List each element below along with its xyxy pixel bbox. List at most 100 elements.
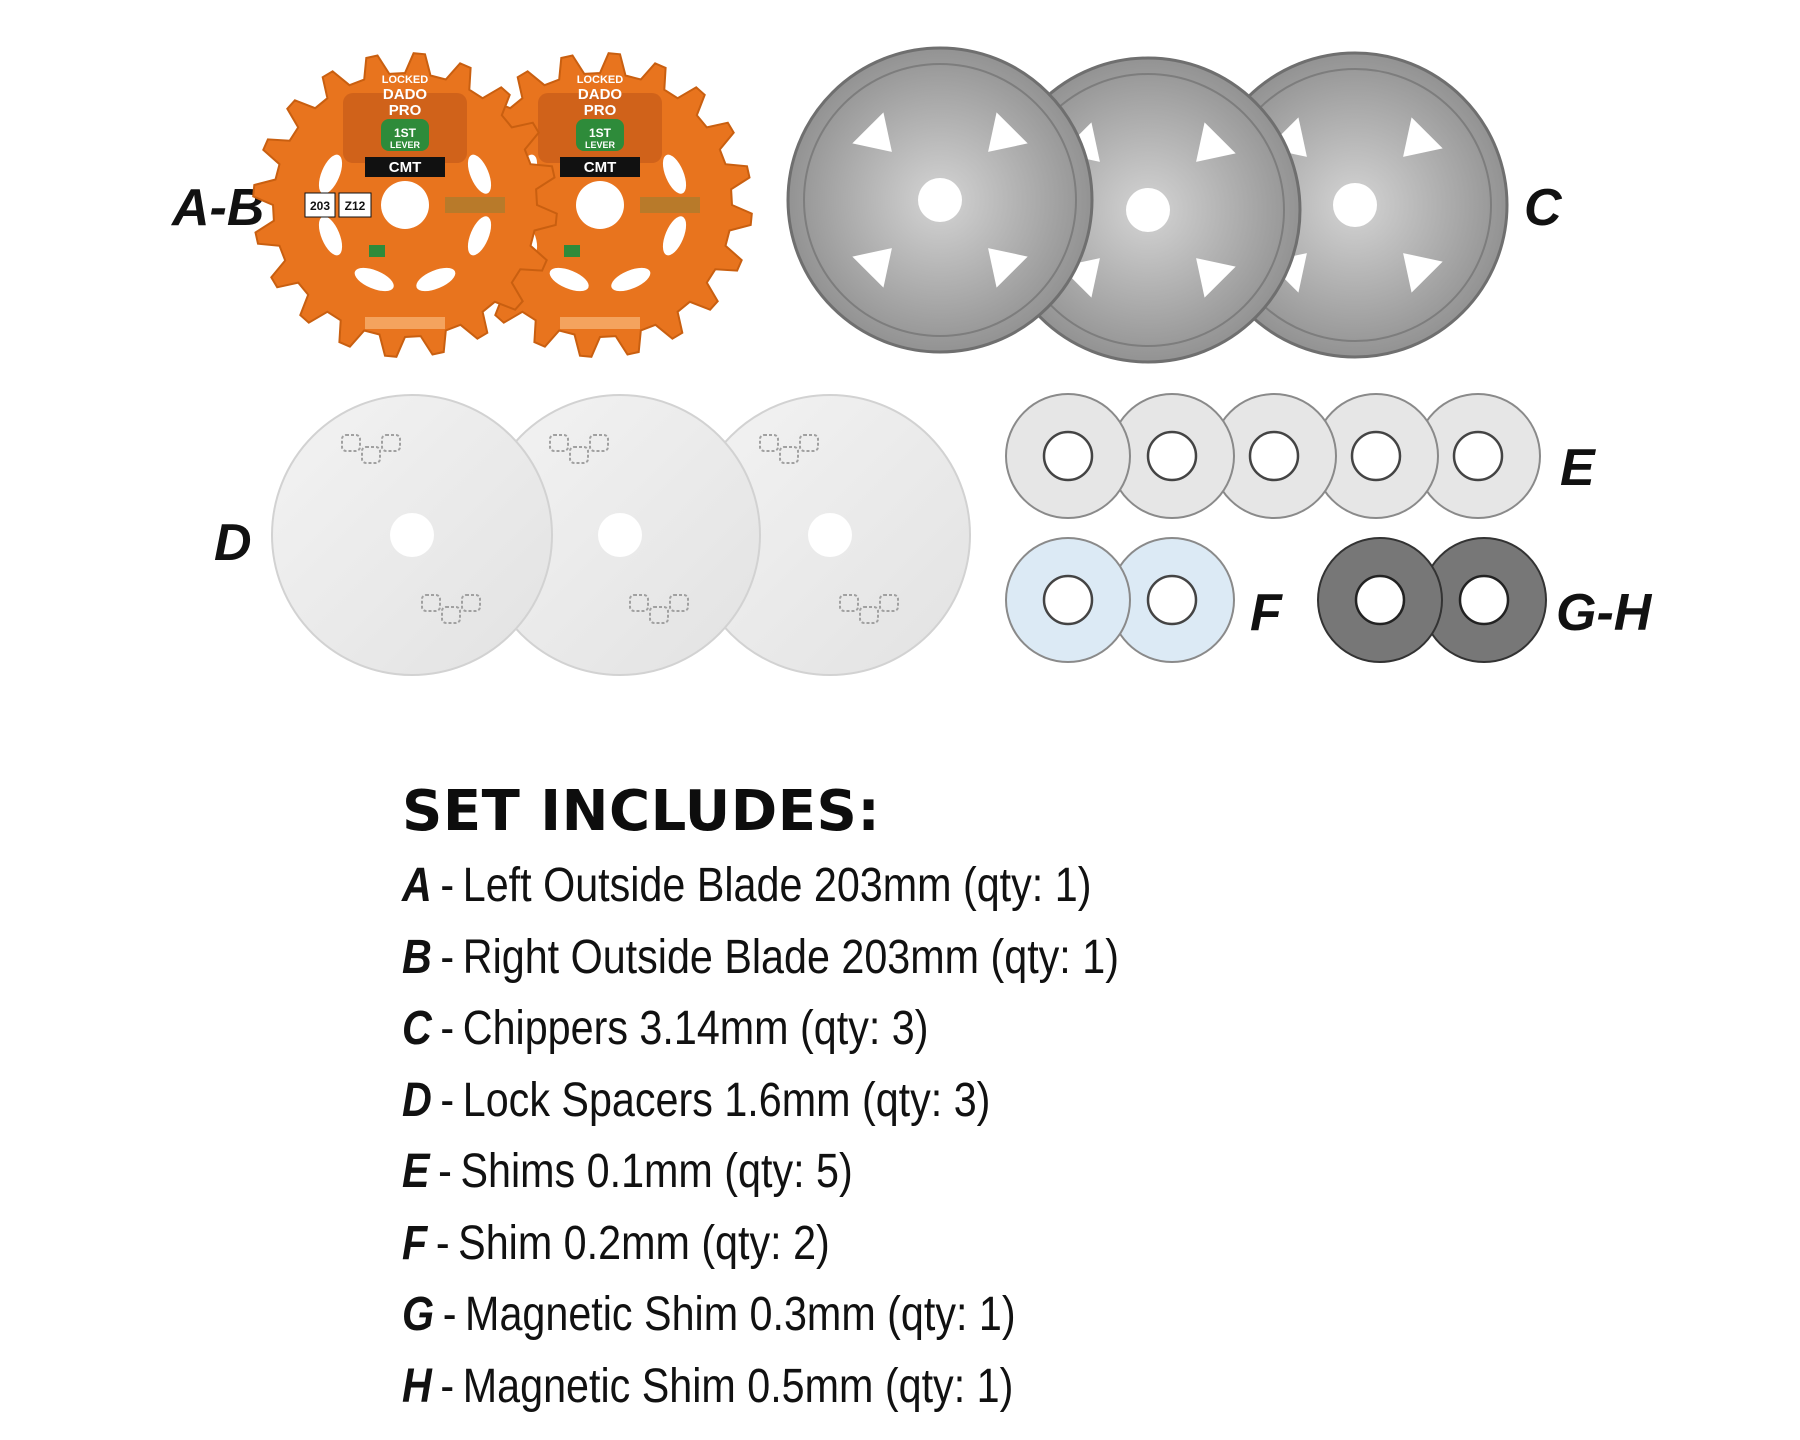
spacer-lock-mark: [759, 434, 779, 452]
set-item-separator: -: [440, 1002, 455, 1056]
set-item-h: H-Magnetic Shim 0.5mm (qty: 1): [402, 1351, 1348, 1423]
set-item-b: B-Right Outside Blade 203mm (qty: 1): [402, 922, 1348, 994]
chipper-cutout: [988, 248, 1028, 288]
blade-arbor-hole: [381, 181, 429, 229]
spacer-lock-mark: [421, 594, 441, 612]
spacer-lock-mark: [361, 446, 381, 464]
lock-spacer: [479, 394, 761, 676]
spacer-lock-mark: [381, 434, 401, 452]
spacer-lock-mark: [879, 594, 899, 612]
set-item-f: F-Shim 0.2mm (qty: 2): [402, 1208, 1348, 1280]
set-item-letter: H: [402, 1359, 432, 1413]
shim-0-1mm: [1313, 393, 1439, 519]
blade-slot: [416, 267, 456, 292]
set-item-text: Magnetic Shim 0.5mm (qty: 1): [462, 1359, 1014, 1413]
chipper-cutout: [1403, 253, 1443, 293]
blade-badge-sub: LEVER: [390, 140, 421, 150]
shim-hole: [1350, 430, 1402, 482]
blade-badge: [576, 119, 624, 151]
spacer-arbor-hole: [598, 513, 642, 557]
set-includes-section: SET INCLUDES: A-Left Outside Blade 203mm…: [402, 779, 1502, 1430]
set-item-text: Lock Spacers 1.6mm (qty: 3): [462, 1073, 991, 1127]
blade-diameter: 203: [310, 199, 330, 213]
set-item-g: G-Magnetic Shim 0.3mm (qty: 1): [402, 1279, 1348, 1351]
blade-slot: [467, 216, 492, 256]
set-item-letter: F: [402, 1216, 428, 1270]
blade-slot: [318, 154, 343, 194]
shims-0-1mm-group: [1005, 393, 1541, 519]
blade-arbor-hole: [576, 181, 624, 229]
blade-slot: [354, 267, 394, 292]
spacer-lock-mark: [799, 434, 819, 452]
label-d: D: [214, 514, 252, 572]
spacer-lock-mark: [859, 606, 879, 624]
lock-spacers-group: [271, 394, 971, 676]
blade-badge-main: 1ST: [394, 126, 417, 140]
spacer-arbor-hole: [390, 513, 434, 557]
blade-slot: [467, 154, 492, 194]
blade-badge-sub: LEVER: [585, 140, 616, 150]
set-item-separator: -: [442, 1288, 457, 1342]
set-item-text: Right Outside Blade 203mm (qty: 1): [462, 930, 1119, 984]
spacer-lock-mark: [839, 594, 859, 612]
blade-brand-line2: PRO: [584, 102, 617, 119]
lock-spacer: [271, 394, 553, 676]
shim-hole: [1146, 430, 1198, 482]
blade-logo-plate: [560, 157, 640, 177]
spacer-arbor-hole: [808, 513, 852, 557]
spacer-lock-mark: [569, 446, 589, 464]
set-item-text: Left Outside Blade 203mm (qty: 1): [462, 859, 1092, 913]
blade-teeth-box: [338, 192, 372, 218]
shim-hole: [1452, 430, 1504, 482]
shim-0-2mm: [1109, 537, 1235, 663]
shim-0-1mm: [1415, 393, 1541, 519]
set-item-letter: G: [402, 1288, 435, 1342]
label-gh: G-H: [1556, 584, 1653, 642]
blade-logo-plate: [365, 157, 445, 177]
set-item-separator: -: [440, 930, 455, 984]
shim-hole: [1146, 574, 1198, 626]
blade-brand-top: LOCKED: [382, 74, 429, 86]
set-item-separator: -: [438, 1145, 452, 1199]
magnetic-shim: [1317, 537, 1443, 663]
spacer-lock-mark: [341, 434, 361, 452]
label-e: E: [1560, 439, 1596, 497]
chipper-arbor-hole: [918, 178, 962, 222]
blade-slot: [611, 267, 651, 292]
blade-barcode-strip: [560, 317, 640, 329]
blade-diameter-box: [304, 192, 336, 218]
spacer-lock-mark: [629, 594, 649, 612]
set-item-d: D-Lock Spacers 1.6mm (qty: 3): [402, 1065, 1348, 1137]
product-illustration: A-B C D E F G-H LOCKEDDADOPRO1STLEVERCMT…: [170, 46, 1653, 676]
label-f: F: [1250, 584, 1283, 642]
set-item-letter: C: [402, 1002, 432, 1056]
set-item-separator: -: [440, 1359, 455, 1413]
blade-brand-line2: PRO: [389, 102, 422, 119]
set-item-letter: E: [402, 1145, 430, 1199]
chipper-cutout: [1403, 117, 1443, 157]
spacer-lock-mark: [441, 606, 461, 624]
spacer-lock-mark: [779, 446, 799, 464]
blade-barcode-strip: [365, 317, 445, 329]
blade-badge: [381, 119, 429, 151]
shims-0-2mm-group: [1005, 537, 1235, 663]
blade-badge-main: 1ST: [589, 126, 612, 140]
set-item-separator: -: [440, 859, 455, 913]
spacer-lock-mark: [589, 434, 609, 452]
chipper-arbor-hole: [1126, 188, 1170, 232]
set-item-separator: -: [440, 1073, 455, 1127]
shim-hole: [1042, 430, 1094, 482]
shim-0-1mm: [1005, 393, 1131, 519]
blade-brand-top: LOCKED: [577, 74, 624, 86]
italy-flag-icon: [369, 245, 385, 257]
set-item-a: A-Left Outside Blade 203mm (qty: 1): [402, 850, 1348, 922]
set-item-e: E-Shims 0.1mm (qty: 5): [402, 1136, 1348, 1208]
chipper-cutout: [988, 112, 1028, 152]
shim-0-1mm: [1109, 393, 1235, 519]
blade-slot: [549, 267, 589, 292]
label-c: C: [1524, 179, 1563, 237]
shim-0-2mm: [1005, 537, 1131, 663]
spacer-lock-mark: [669, 594, 689, 612]
blade-logo: CMT: [584, 159, 617, 176]
